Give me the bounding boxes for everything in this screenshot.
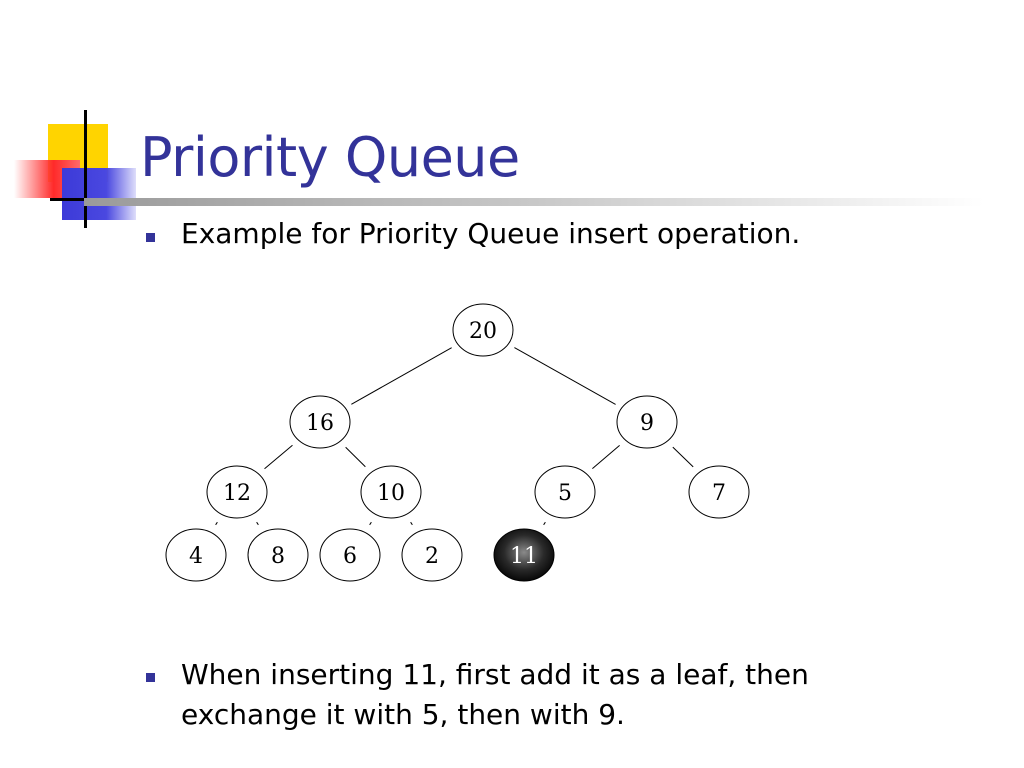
node-label: 5 xyxy=(558,481,572,506)
node-label: 4 xyxy=(189,544,203,569)
bullet-text: Example for Priority Queue insert operat… xyxy=(181,217,801,250)
slide-logo xyxy=(0,0,140,240)
title-underline xyxy=(84,198,984,206)
node-circle xyxy=(289,395,351,449)
heap-node: 16 xyxy=(289,395,351,449)
node-circle xyxy=(401,528,463,582)
tree-edge xyxy=(215,521,218,526)
tree-edge xyxy=(256,521,259,526)
heap-node: 9 xyxy=(616,395,678,449)
heap-node: 4 xyxy=(165,528,227,582)
heap-node: 2 xyxy=(401,528,463,582)
tree-edge xyxy=(369,521,372,526)
heap-node: 6 xyxy=(319,528,381,582)
node-label: 8 xyxy=(271,544,285,569)
tree-edge xyxy=(351,347,452,405)
slide-title: Priority Queue xyxy=(140,126,520,189)
node-circle xyxy=(493,528,555,582)
node-circle xyxy=(165,528,227,582)
node-circle xyxy=(616,395,678,449)
node-circle xyxy=(360,465,422,519)
logo-blue-square xyxy=(62,168,136,220)
node-label: 2 xyxy=(425,544,439,569)
heap-node-highlighted: 11 xyxy=(493,528,555,582)
tree-edge xyxy=(514,347,616,405)
tree-edge xyxy=(543,521,546,526)
tree-edge xyxy=(410,521,413,526)
bullet-marker xyxy=(146,233,155,242)
node-label: 9 xyxy=(640,411,654,436)
node-circle xyxy=(534,465,596,519)
node-label: 12 xyxy=(223,481,251,506)
node-label: 11 xyxy=(510,544,538,569)
node-label: 7 xyxy=(712,481,726,506)
logo-vertical-line xyxy=(84,110,87,228)
tree-edge xyxy=(592,444,620,470)
node-circle xyxy=(247,528,309,582)
node-circle xyxy=(206,465,268,519)
bullet-text: When inserting 11, first add it as a lea… xyxy=(181,658,809,731)
heap-node: 20 xyxy=(452,303,514,357)
heap-node: 5 xyxy=(534,465,596,519)
heap-node: 8 xyxy=(247,528,309,582)
heap-node: 12 xyxy=(206,465,268,519)
tree-edge xyxy=(672,446,694,468)
heap-node: 10 xyxy=(360,465,422,519)
node-label: 16 xyxy=(306,411,334,436)
bullet-marker xyxy=(146,673,155,682)
node-circle xyxy=(452,303,514,357)
node-circle xyxy=(319,528,381,582)
node-circle xyxy=(688,465,750,519)
node-label: 10 xyxy=(377,481,405,506)
tree-edge xyxy=(264,444,293,470)
tree-edge xyxy=(345,446,366,468)
node-label: 6 xyxy=(343,544,357,569)
node-label: 20 xyxy=(469,319,497,344)
heap-node: 7 xyxy=(688,465,750,519)
